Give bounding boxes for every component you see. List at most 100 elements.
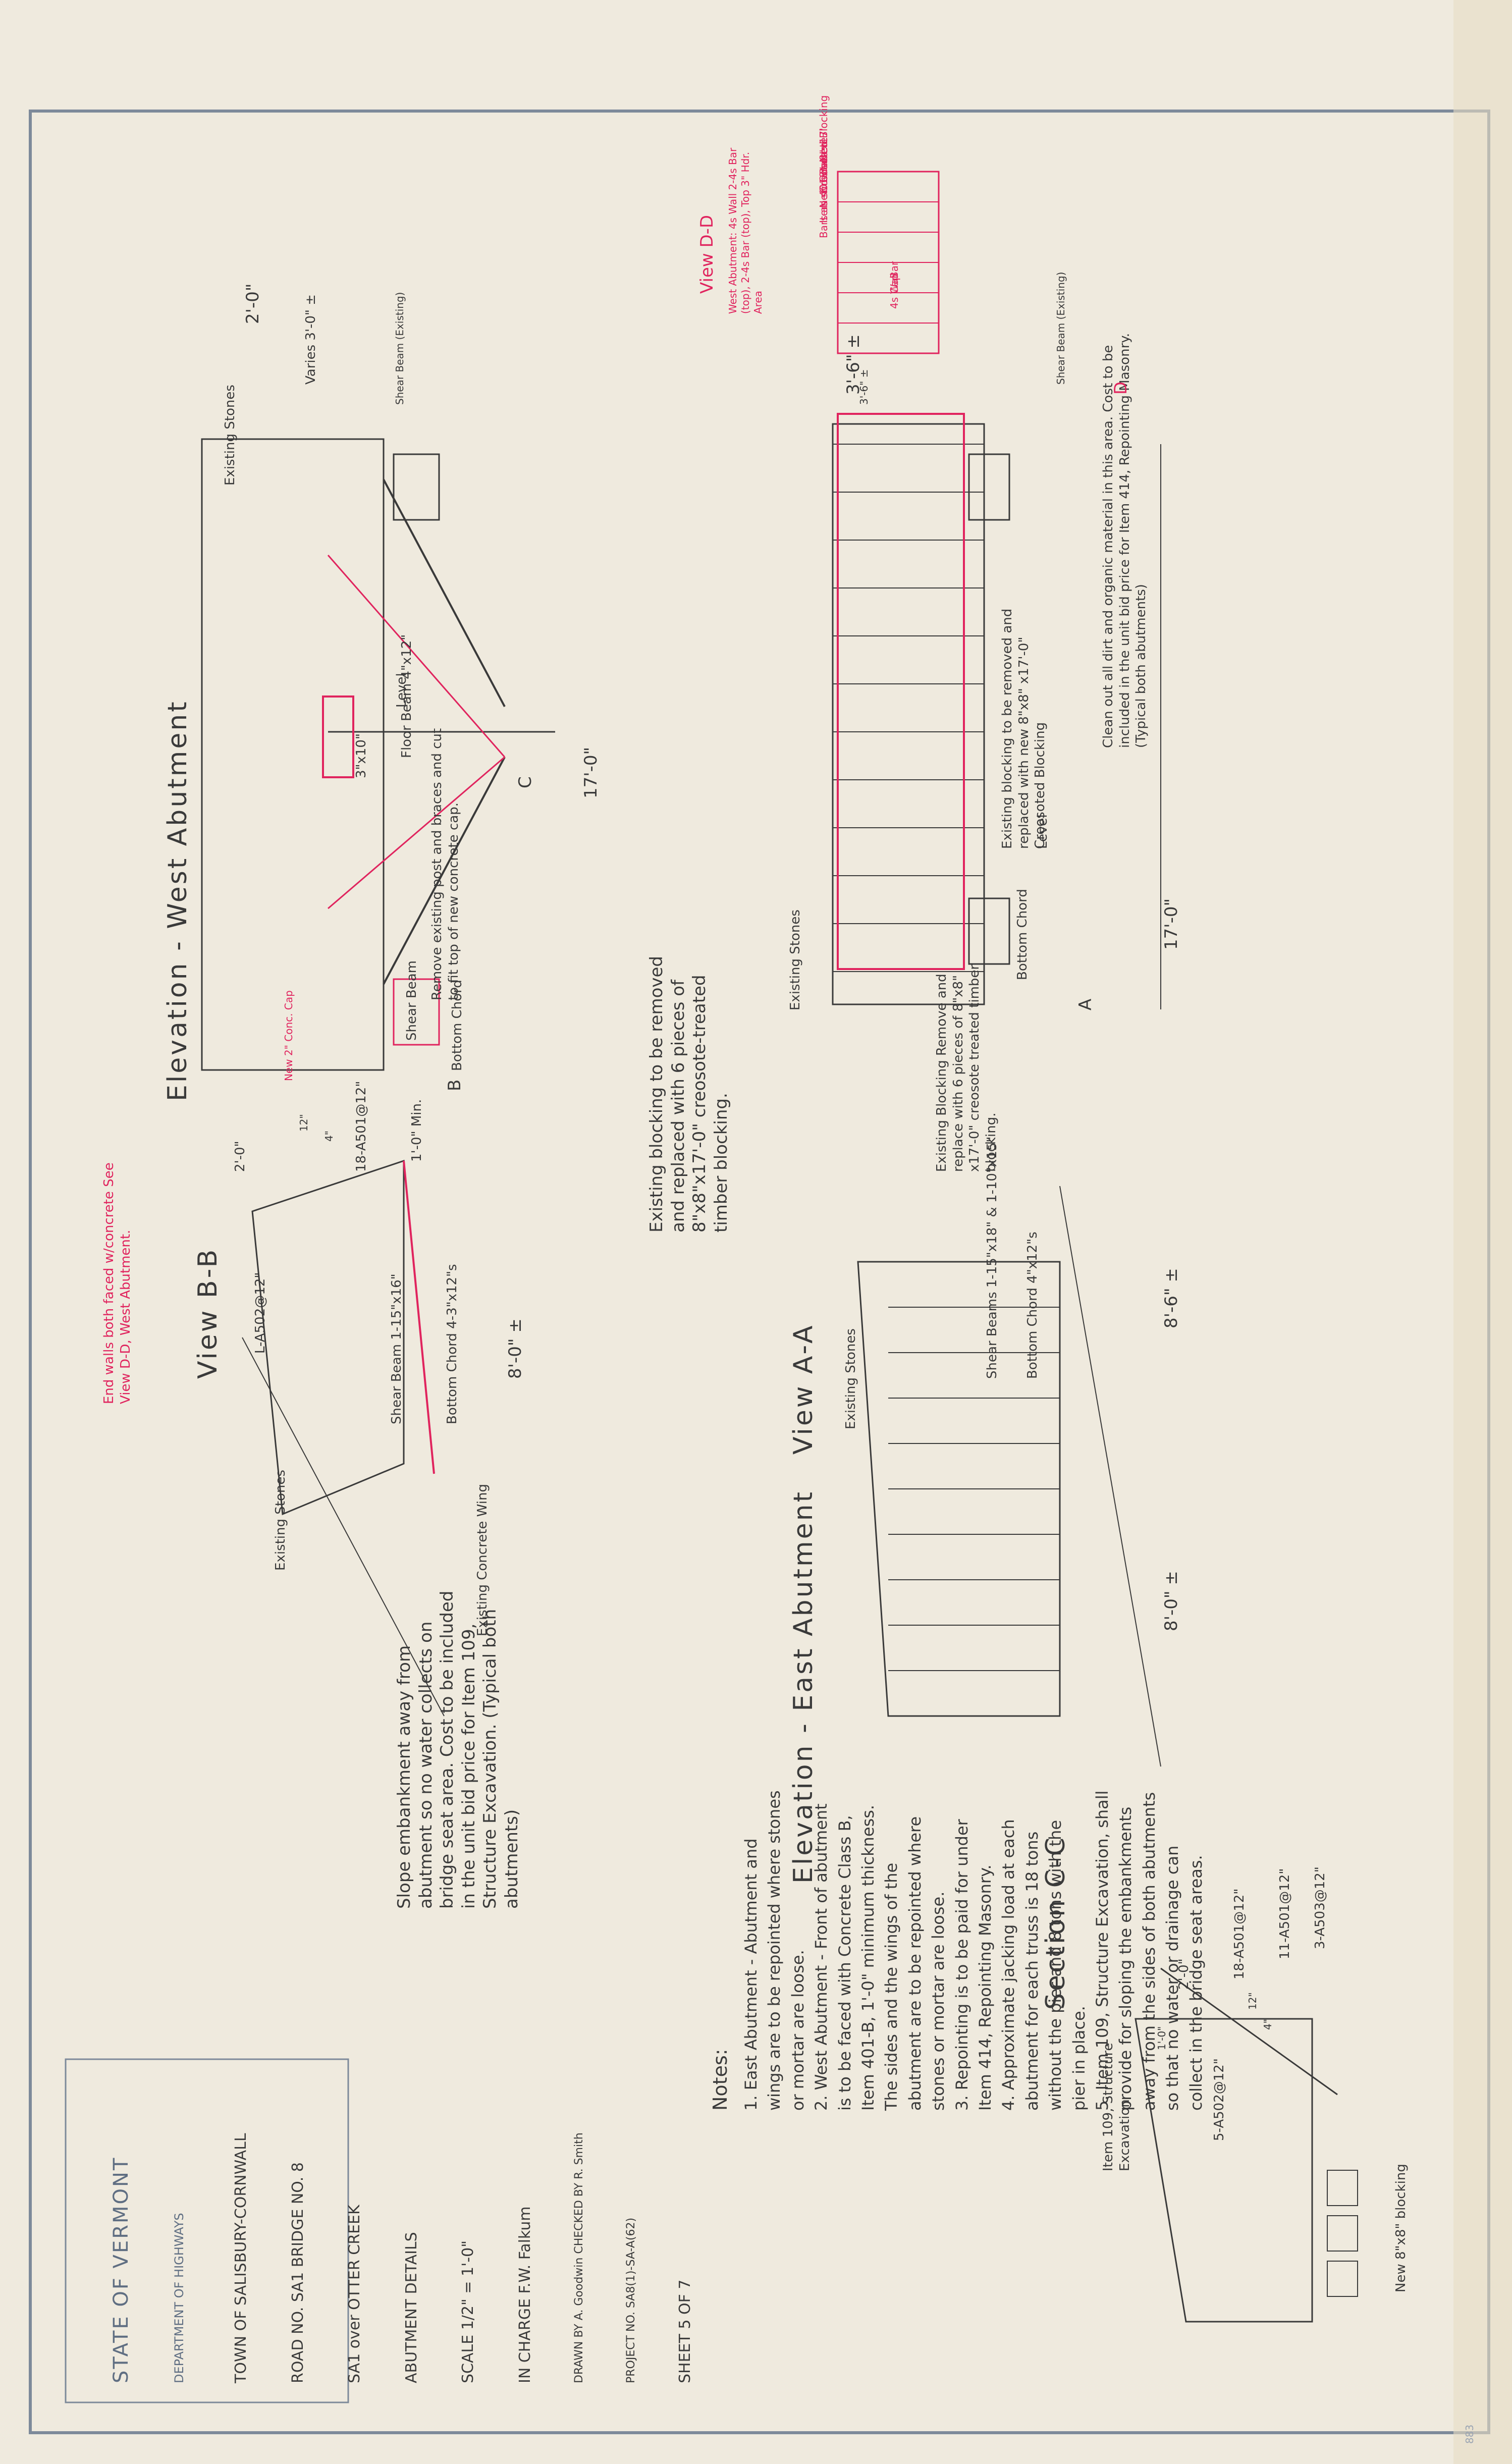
view-bb-rise: 4" [323, 1131, 335, 1142]
tb-dept: DEPARTMENT OF HIGHWAYS [172, 2213, 186, 2383]
east-shear-beam-bottom [968, 897, 1010, 965]
east-shear-beam-top [968, 453, 1010, 521]
west-abutment-varies-dim: Varies 3'-0" ± [303, 294, 318, 385]
view-bb-slope [242, 1337, 445, 1717]
west-shear-top [393, 453, 440, 521]
view-aa-shear-beams: Shear Beams 1-15"x18" & 1-10"x15" [985, 1136, 1000, 1379]
view-bb-existing-stones: Existing Stones [273, 1470, 288, 1571]
view-aa-slope [1059, 1186, 1161, 1767]
margin-mark: 883 [1464, 2424, 1476, 2444]
west-brace-2 [383, 757, 506, 985]
view-dd-wall: 4s Wall [888, 273, 900, 309]
tb-bridge: SA1 over OTTER CREEK [346, 2205, 363, 2383]
tb-sheet: SHEET 5 OF 7 [676, 2279, 694, 2384]
view-bb-red-face [403, 1160, 435, 1474]
section-c-marker: C [515, 776, 535, 788]
view-dd-label-6: Bars as shown [818, 165, 830, 238]
west-abutment-existing-stones: Existing Stones [223, 385, 238, 486]
paper-edge [1453, 0, 1512, 2464]
view-bb-new-cap: New 2" Conc. Cap [283, 990, 295, 1081]
east-abutment-height-dim: 17'-0" [1161, 898, 1181, 950]
section-cc-outline [1135, 2018, 1313, 2323]
west-abutment-height-dim: 17'-0" [581, 746, 601, 798]
tb-in-charge: IN CHARGE F.W. Falkum [516, 2206, 534, 2383]
section-cc-bars-d: 5-A502@12" [1212, 2058, 1227, 2141]
view-aa-outline [857, 1261, 1061, 1717]
view-bb-top-dim: 2'-0" [233, 1141, 248, 1172]
view-bb-bars-top: 18-A501@12" [354, 1081, 369, 1172]
section-cc-bars-c: 3-A503@12" [1313, 1866, 1328, 1949]
note-4: 4. Approximate jacking load at each abut… [999, 1819, 1089, 2111]
east-redline-outline [837, 413, 965, 970]
tb-road: ROAD NO. SA1 BRIDGE NO. 8 [289, 2162, 307, 2383]
note-2: 2. West Abutment - Front of abutment is … [812, 1803, 948, 2111]
west-brace-1 [383, 479, 506, 707]
tb-subject: ABUTMENT DETAILS [402, 2232, 420, 2383]
view-dd-dim: 3'-6" ± [858, 369, 870, 405]
west-abutment-outline [201, 438, 385, 1071]
section-cc-bars-a: 18-A501@12" [1232, 1888, 1247, 1979]
west-red-brace-1 [327, 555, 506, 758]
west-abutment-shear-beam-lower: Shear Beam [404, 960, 419, 1041]
west-red-brace-2 [328, 756, 505, 909]
west-abutment-level: Level [394, 673, 409, 708]
section-a-marker: A [1075, 998, 1096, 1010]
section-cc-blocking [1327, 2261, 1358, 2297]
view-bb-height-dim: 8'-0" ± [505, 1318, 525, 1379]
view-bb-red-note: End walls both faced w/concrete See View… [101, 1162, 133, 1404]
note-3: 3. Repointing is to be paid for under It… [952, 1819, 995, 2111]
tb-project: PROJECT NO. SA8(1)-SA-A(62) [624, 2217, 637, 2383]
section-cc-blocking [1327, 2215, 1358, 2252]
view-bb-outline [251, 1159, 405, 1516]
east-abutment-outline [832, 423, 985, 1005]
view-dd-note: West Abutment: 4s Wall 2-4s Bar (top), 2… [727, 147, 764, 314]
east-abutment-shear-beam: Shear Beam (Existing) [1055, 272, 1067, 385]
view-dd-title: View D-D [697, 215, 717, 294]
west-shear-bottom [393, 978, 440, 1046]
view-aa-bottom-chord: Bottom Chord 4"x12"s [1025, 1231, 1040, 1379]
west-abutment-title: Elevation - West Abutment [163, 700, 193, 1101]
section-cc-slope [1160, 1967, 1338, 2096]
east-abutment-bottom-chord: Bottom Chord [1015, 889, 1030, 980]
tb-scale: SCALE 1/2" = 1'-0" [459, 2240, 477, 2383]
west-abutment-blocking-note: Existing blocking to be removed and repl… [646, 955, 731, 1233]
title-block-frame [65, 2058, 349, 2403]
west-abutment-post: 3"x10" [354, 733, 369, 778]
view-bb-shear-beam: Shear Beam 1-15"x16" [389, 1273, 404, 1424]
section-cc-blocking [1327, 2170, 1358, 2206]
east-abutment-blocking-note: Existing blocking to be removed and repl… [1000, 608, 1048, 849]
view-bb-dim-min: 1'-0" Min. [409, 1099, 424, 1162]
section-cc-slope: 12" [1247, 1992, 1259, 2010]
tb-drawn: DRAWN BY A. Goodwin CHECKED BY R. Smith [573, 2132, 585, 2383]
section-cc-blocking: New 8"x8" blocking [1393, 2164, 1409, 2292]
view-bb-title: View B-B [193, 1247, 223, 1379]
west-abutment-bottom-chord: Bottom Chord [450, 980, 465, 1071]
east-abutment-remove-blocking-note: Existing Blocking Remove and replace wit… [934, 964, 999, 1172]
view-aa-upper-dim: 8'-6" ± [1161, 1268, 1181, 1328]
west-abutment-top-dim: 2'-0" [243, 283, 263, 324]
title-block: STATE OF VERMONT DEPARTMENT OF HIGHWAYS … [71, 2060, 733, 2383]
tb-state: STATE OF VERMONT [110, 2156, 133, 2383]
west-red-cap [322, 695, 354, 778]
view-aa-title: View A-A [788, 1323, 819, 1455]
view-bb-bottom-chord: Bottom Chord 4-3"x12"s [445, 1264, 460, 1424]
section-d-marker: D [1111, 381, 1131, 395]
west-abutment-remove-post-note: Remove existing post and braces and cut … [429, 728, 461, 1000]
view-aa-lower-dim: 8'-0" ± [1161, 1571, 1181, 1631]
tb-town: TOWN OF SALISBURY-CORNWALL [232, 2133, 250, 2383]
view-bb-bars-side: L-A502@12" [253, 1272, 268, 1354]
note-1: 1. East Abutment - Abutment and wings ar… [741, 1790, 807, 2111]
east-abutment-clean-note: Clean out all dirt and organic material … [1101, 333, 1149, 748]
slope-note: Slope embankment away from abutment so n… [394, 1590, 522, 1909]
section-cc-rise: 4" [1262, 2019, 1274, 2030]
section-cc-bars-b: 11-A501@12" [1277, 1868, 1292, 1959]
west-abutment-shear-beam: Shear Beam (Existing) [394, 292, 406, 405]
section-b-marker: B [445, 1079, 465, 1091]
note-5: 5. Item 109, Structure Excavation, shall… [1092, 1790, 1206, 2111]
notes-block: Notes: 1. East Abutment - Abutment and w… [707, 1788, 1208, 2111]
east-abutment-existing-stones: Existing Stones [788, 909, 803, 1010]
view-aa-existing-stones: Existing Stones [843, 1328, 858, 1429]
